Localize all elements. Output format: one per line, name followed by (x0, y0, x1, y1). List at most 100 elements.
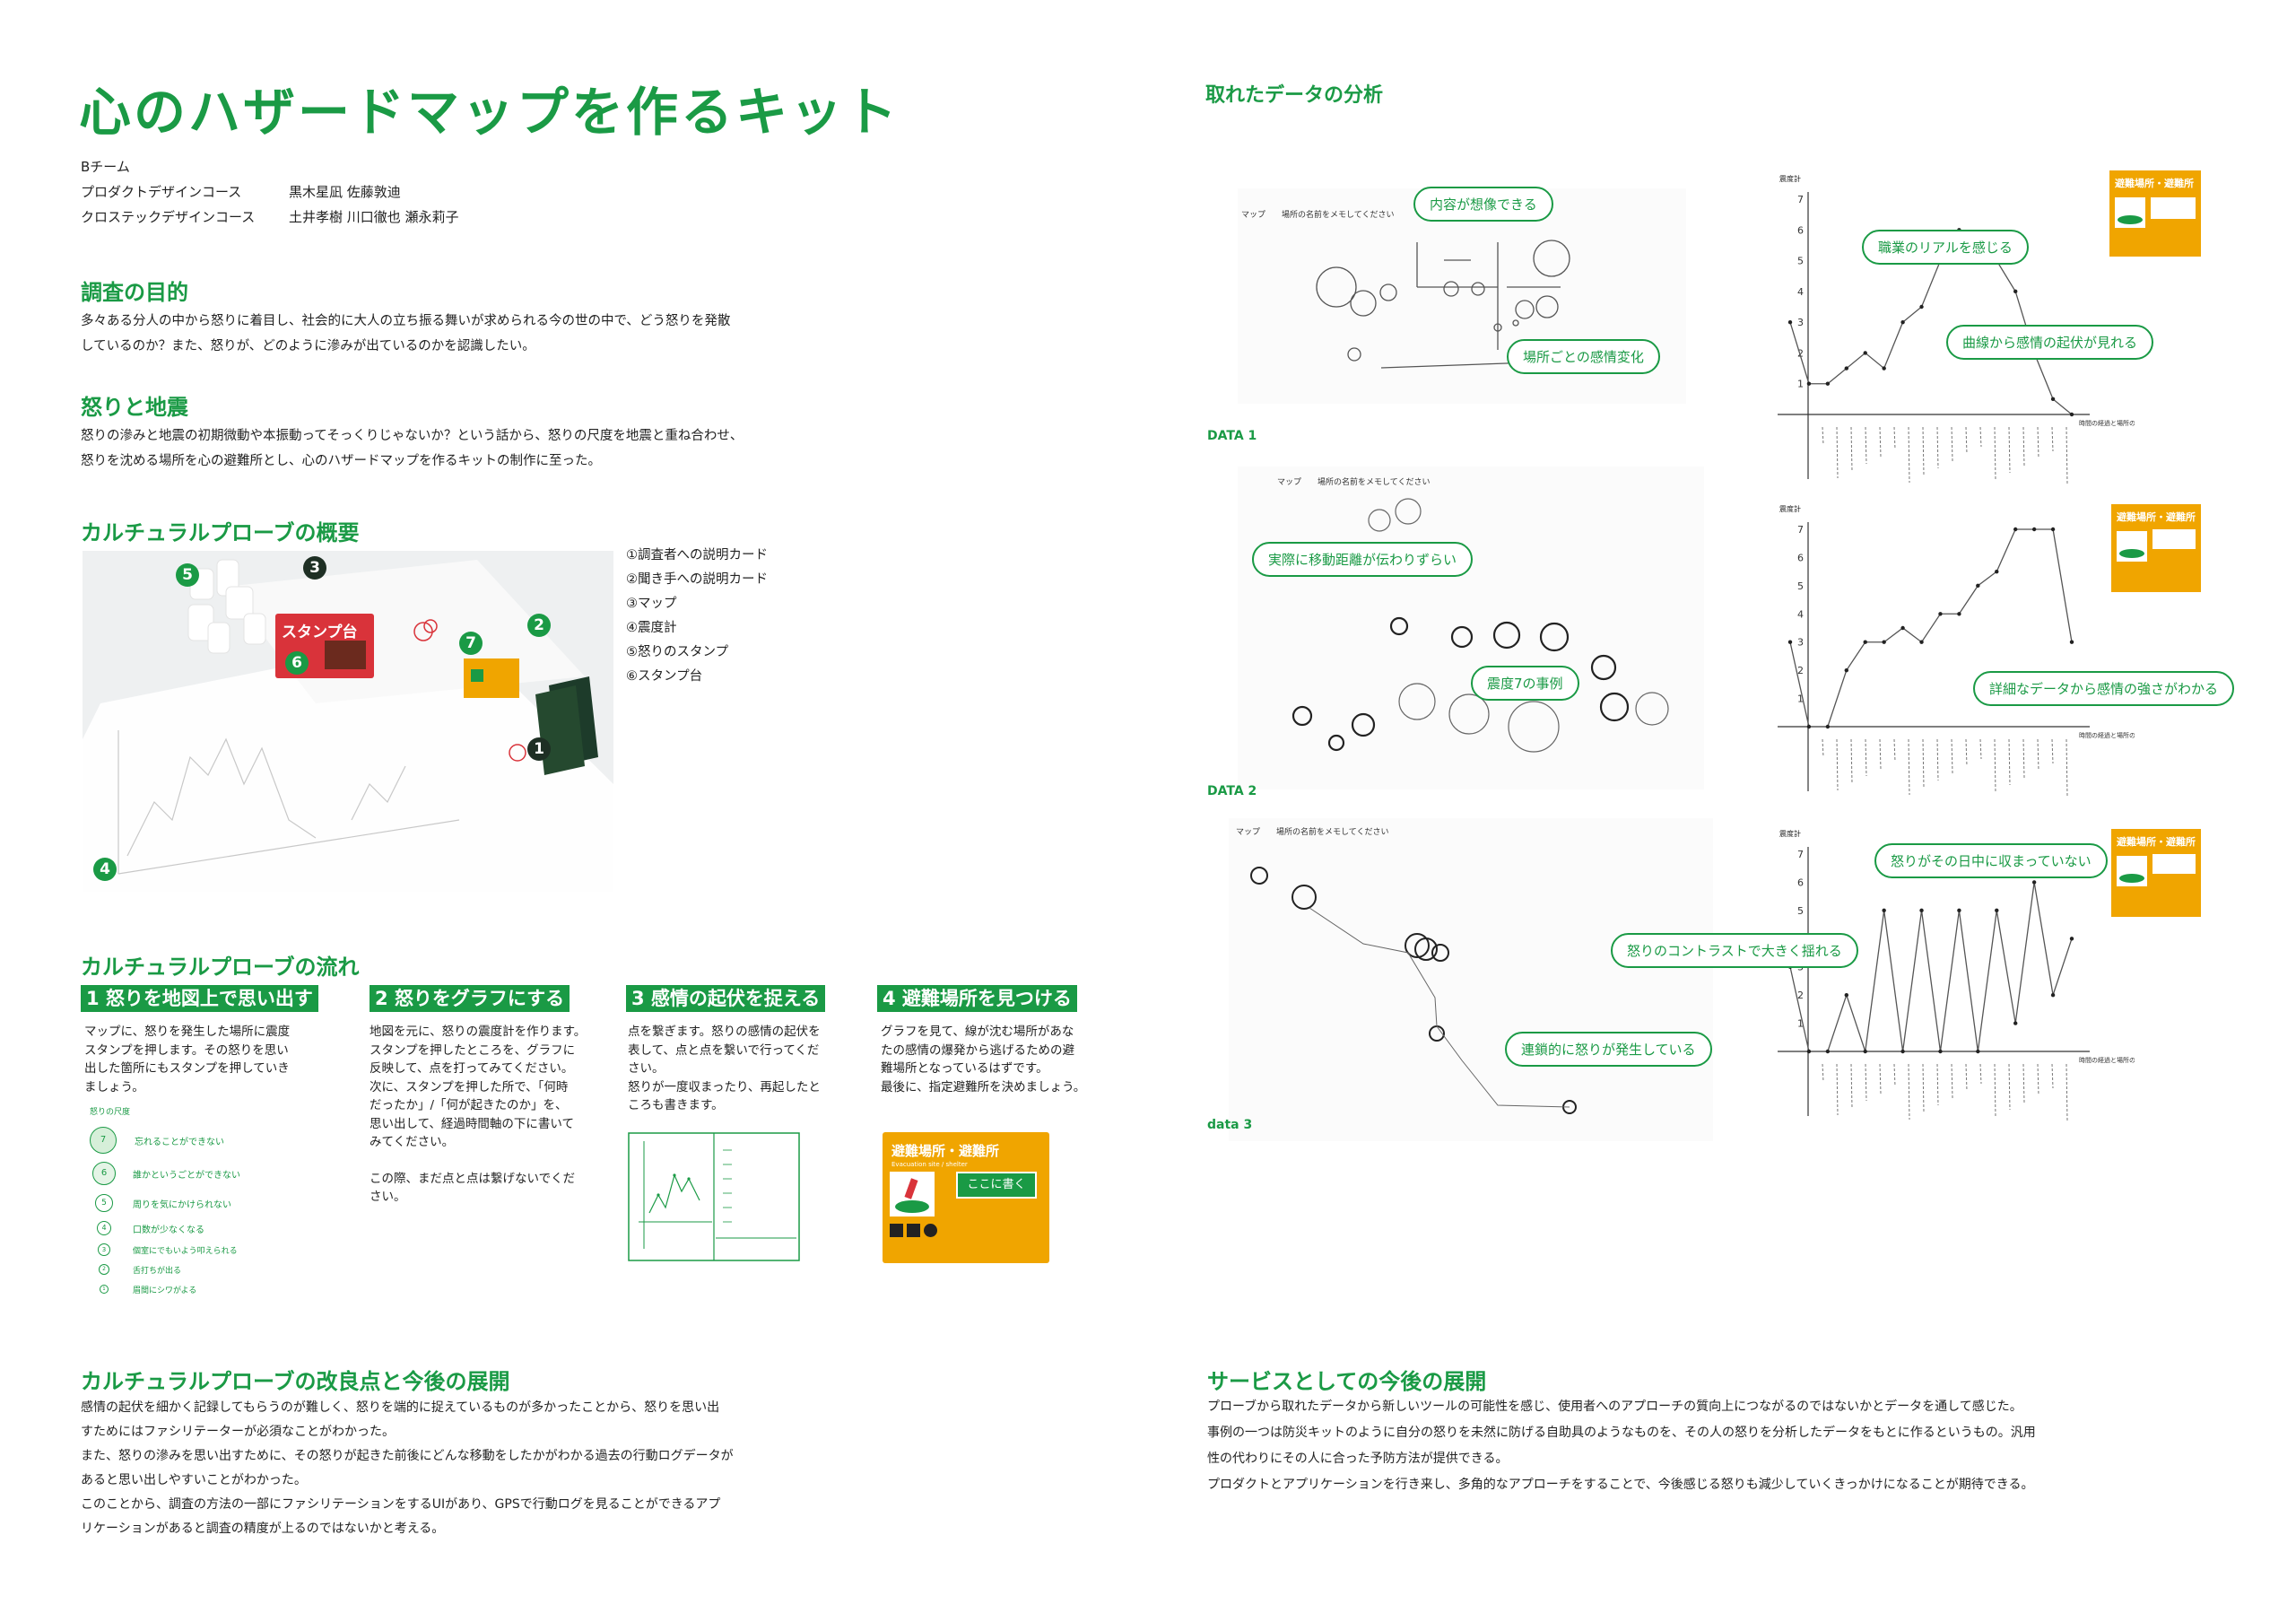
handwritten-note (1994, 738, 1996, 793)
handwritten-note (1879, 1063, 1882, 1094)
map-header: マップ 場所の名前をメモしてください (1236, 828, 1389, 837)
analysis-heading: 取れたデータの分析 (1205, 84, 1384, 107)
text-line: 地図を元に、怒りの震度計を作ります。 (370, 1025, 587, 1039)
data-point (2050, 527, 2056, 532)
facility-icon (907, 1224, 920, 1237)
text-line: 出した箇所にもスタンプを押していき (84, 1061, 290, 1076)
scale-title: 怒りの尺度 (90, 1108, 131, 1117)
photo-number: 6 (285, 651, 309, 675)
data-point (1863, 640, 1867, 644)
handwritten-note (2008, 738, 2011, 786)
data-point (1919, 908, 1924, 913)
map-sketch (1292, 498, 1669, 753)
evac-thumb-title: 避難場所・避難所 (2117, 511, 2196, 523)
kit-photo: スタンプ台 1 2 3 4 5 6 7 (83, 551, 613, 892)
data-point (2069, 937, 2074, 941)
evac-thumb-title: 避難場所・避難所 (2115, 178, 2194, 189)
y-tick-label: 2 (1797, 347, 1804, 359)
handwritten-note (1879, 426, 1882, 458)
text-line: 怒りが一度収まったり、再起したと (628, 1079, 821, 1094)
map-header: マップ 場所の名前をメモしてください (1241, 211, 1395, 220)
map-sketch (1316, 240, 1633, 369)
scale-level: 2 (99, 1264, 109, 1275)
handwritten-note (1965, 738, 1968, 767)
annotation-bubble: 曲線から感情の起伏が見れる (1946, 325, 2154, 360)
evac-thumbnail: 避難場所・避難所 (2111, 829, 2201, 917)
step-1-label: 1 怒りを地図上で思い出す (81, 985, 318, 1012)
gauge-label: 震度計 (1779, 505, 1801, 513)
data2-chart: 1234567時間の経過と場所の移動 (1778, 522, 2148, 798)
scale-text: 個室にでもいよう叩えられる (133, 1246, 238, 1256)
service-heading: サービスとしての今後の展開 (1207, 1369, 1487, 1394)
step-4-description: グラフを見て、線が沈む場所があな たの感情の爆発から逃げるための避 難場所となっ… (881, 1023, 1085, 1096)
text-line: 思い出して、経過時間軸の下に書いて (370, 1116, 575, 1131)
flow-heading: カルチュラルプローブの流れ (81, 955, 360, 980)
data2-map: マップ 場所の名前をメモしてください (1238, 467, 1704, 789)
data-point (1806, 1049, 1812, 1054)
member-names: 黒木星凪 佐藤敦迪 (289, 184, 401, 200)
team-row: クロステックデザインコース 土井孝樹 川口徹也 瀬永莉子 (81, 205, 459, 230)
evac-thumb-title: 避難場所・避難所 (2117, 836, 2196, 848)
text-line: 感情の起伏を細かく記録してもらうのが難しく、怒りを端的に捉えているものが多かった… (81, 1400, 720, 1415)
data-point (1957, 908, 1961, 913)
facility-icon (890, 1224, 903, 1237)
scale-row: 4 口数が少なくなる (90, 1216, 240, 1240)
text-line: 反映して、点を打ってみてください。 (370, 1061, 574, 1076)
handwritten-note (1936, 738, 1939, 781)
handwritten-note (1836, 738, 1839, 791)
anger-text: 怒りの滲みと地震の初期微動や本振動ってそっくりじゃないか？という話から、怒りの尺… (81, 423, 743, 474)
data-point (1825, 724, 1831, 729)
step-1-description: マップに、怒りを発生した場所に震度 スタンプを押します。その怒りを思い 出した箇… (84, 1023, 290, 1096)
data-point (1844, 667, 1848, 673)
y-tick-label: 5 (1797, 580, 1804, 592)
data-point (1919, 640, 1924, 644)
text-line: また、怒りの滲みを思い出すために、その怒りが起きた前後にどんな移動をしたかがわか… (81, 1449, 734, 1463)
list-item: ⑥スタンプ台 (626, 669, 703, 684)
data-point (1787, 640, 1793, 644)
evac-card-subtitle: Evacuation site / shelter (891, 1161, 968, 1168)
data-point (1844, 366, 1848, 371)
photo-number: 4 (93, 858, 117, 881)
list-item: ④震度計 (626, 621, 677, 635)
data-point (1806, 381, 1812, 386)
purpose-heading: 調査の目的 (81, 280, 188, 305)
handwritten-note (1979, 1063, 1982, 1085)
evac-pictogram (890, 1172, 935, 1216)
handwritten-note (1893, 426, 1896, 450)
text-line: スタンプを押します。その怒りを思い (84, 1042, 289, 1058)
annotation-bubble: 内容が想像できる (1413, 187, 1553, 222)
data2-chart-wrapper: 1234567時間の経過と場所の移動 (1776, 504, 2148, 813)
handwritten-note (2008, 426, 2011, 474)
annotation-bubble: 連鎖的に怒りが発生している (1505, 1032, 1712, 1067)
annotation-bubble: 場所ごとの感情変化 (1507, 339, 1660, 374)
handwritten-note (1994, 426, 1996, 481)
list-item: ②聞き手への説明カード (626, 572, 768, 587)
data-point (2050, 397, 2056, 402)
handwritten-note (1979, 738, 1982, 760)
y-tick-label: 4 (1797, 608, 1804, 620)
evac-card-title: 避難場所・避難所 (891, 1143, 1000, 1159)
photo-number: 7 (459, 632, 483, 655)
evacuation-card: 避難場所・避難所 Evacuation site / shelter ここに書く (883, 1132, 1049, 1263)
annotation-bubble: 震度7の事例 (1471, 666, 1579, 701)
data3-map: マップ 場所の名前をメモしてください (1229, 818, 1713, 1141)
handwritten-note (1836, 426, 1839, 479)
data-point (1787, 319, 1793, 325)
text-line: マップに、怒りを発生した場所に震度 (84, 1025, 291, 1039)
step-4-label: 4 避難場所を見つける (877, 985, 1077, 1012)
handwritten-note (2051, 426, 2054, 452)
handwritten-note (1922, 426, 1925, 476)
text-line: グラフを見て、線が沈む場所があな (881, 1025, 1074, 1039)
handwritten-note (2066, 426, 2068, 485)
y-tick-label: 6 (1797, 876, 1804, 888)
handwritten-note (1893, 1063, 1896, 1087)
text-line: ましょう。 (84, 1079, 144, 1094)
text-line: リケーションがあると調査の精度が上るのではないかと考える。 (81, 1522, 445, 1536)
text-line: すためにはファシリテーターが必須なことがわかった。 (81, 1425, 395, 1439)
text-line: あると思い出しやすいことがわかった。 (81, 1473, 307, 1487)
data-point (1900, 1049, 1905, 1054)
step-2-description: 地図を元に、怒りの震度計を作ります。 スタンプを押したところを、グラフに 反映し… (370, 1023, 586, 1207)
handwritten-note (2051, 738, 2054, 764)
text-line: このことから、調査の方法の一部にファシリテーションをするUIがあり、GPSで行動… (81, 1497, 721, 1512)
handwritten-note (2037, 1063, 2039, 1096)
